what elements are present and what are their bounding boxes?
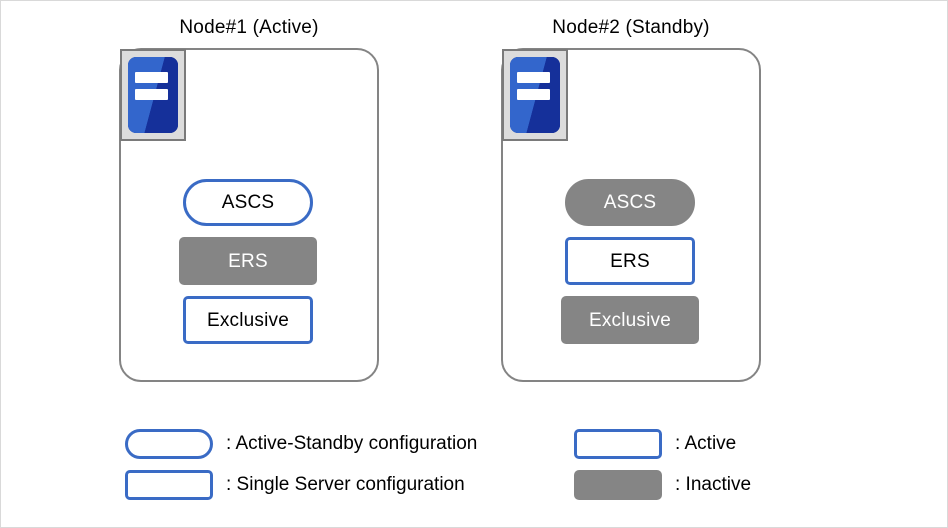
service-label: Exclusive (588, 309, 672, 331)
legend-swatch-active (574, 429, 662, 459)
service-node1-ascs[interactable]: ASCS (183, 179, 313, 226)
service-node1-exclusive[interactable]: Exclusive (183, 296, 313, 344)
service-node2-ers[interactable]: ERS (565, 237, 695, 285)
legend-swatch-pill-active (125, 429, 213, 459)
service-node2-ascs[interactable]: ASCS (565, 179, 695, 226)
service-label: ASCS (221, 192, 275, 213)
service-label: ERS (610, 250, 650, 272)
server-icon-body (128, 57, 178, 133)
server-icon-bar-bottom (517, 88, 550, 100)
server-icon-body (510, 57, 560, 133)
legend-swatch-rect-active (125, 470, 213, 500)
legend-item-single-server: : Single Server configuration (125, 470, 465, 500)
legend-item-inactive: : Inactive (574, 470, 751, 500)
legend-item-active: : Active (574, 429, 736, 459)
service-label: ASCS (603, 192, 657, 213)
legend-label: : Active (675, 433, 737, 454)
node-title-node1: Node#1 (Active) (179, 17, 319, 38)
service-label: ERS (228, 250, 268, 272)
server-icon (120, 49, 186, 141)
service-node1-ers[interactable]: ERS (179, 237, 317, 285)
legend-label: : Active-Standby configuration (226, 433, 478, 454)
legend-label: : Single Server configuration (226, 474, 465, 495)
server-icon (502, 49, 568, 141)
service-node2-exclusive[interactable]: Exclusive (561, 296, 699, 344)
server-icon-bar-bottom (135, 88, 168, 100)
legend-item-active-standby: : Active-Standby configuration (125, 429, 477, 459)
server-icon-bar-top (135, 72, 168, 83)
service-label: Exclusive (206, 309, 290, 331)
server-icon-bar-top (517, 72, 550, 83)
legend-swatch-inactive (574, 470, 662, 500)
node-title-node2: Node#2 (Standby) (552, 17, 710, 38)
legend-label: : Inactive (675, 474, 752, 495)
